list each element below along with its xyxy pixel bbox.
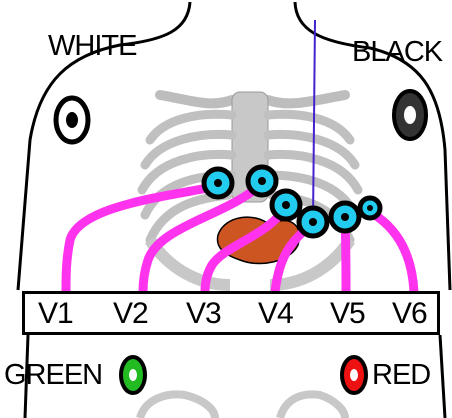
red-electrode (342, 357, 366, 393)
white-electrode (56, 98, 88, 142)
precordial-lead-box (22, 291, 440, 335)
wire-v6 (370, 212, 414, 292)
label-white: WHITE (48, 32, 136, 61)
right-clavicle (268, 95, 345, 103)
left-clavicle (160, 95, 232, 103)
lead-label-v2: V2 (113, 299, 148, 329)
pelvis-right (280, 394, 345, 418)
lead-label-v4: V4 (258, 299, 293, 329)
lead-label-v5: V5 (330, 299, 365, 329)
lead-label-v1: V1 (38, 299, 73, 329)
lead-label-v6: V6 (392, 299, 427, 329)
lead-label-v3: V3 (186, 299, 221, 329)
pointer-line (313, 20, 315, 222)
label-green: GREEN (4, 361, 102, 390)
black-electrode (394, 91, 426, 139)
pelvis-left (140, 394, 215, 418)
label-black: BLACK (352, 38, 442, 67)
green-electrode (121, 357, 145, 393)
label-red: RED (372, 361, 430, 390)
